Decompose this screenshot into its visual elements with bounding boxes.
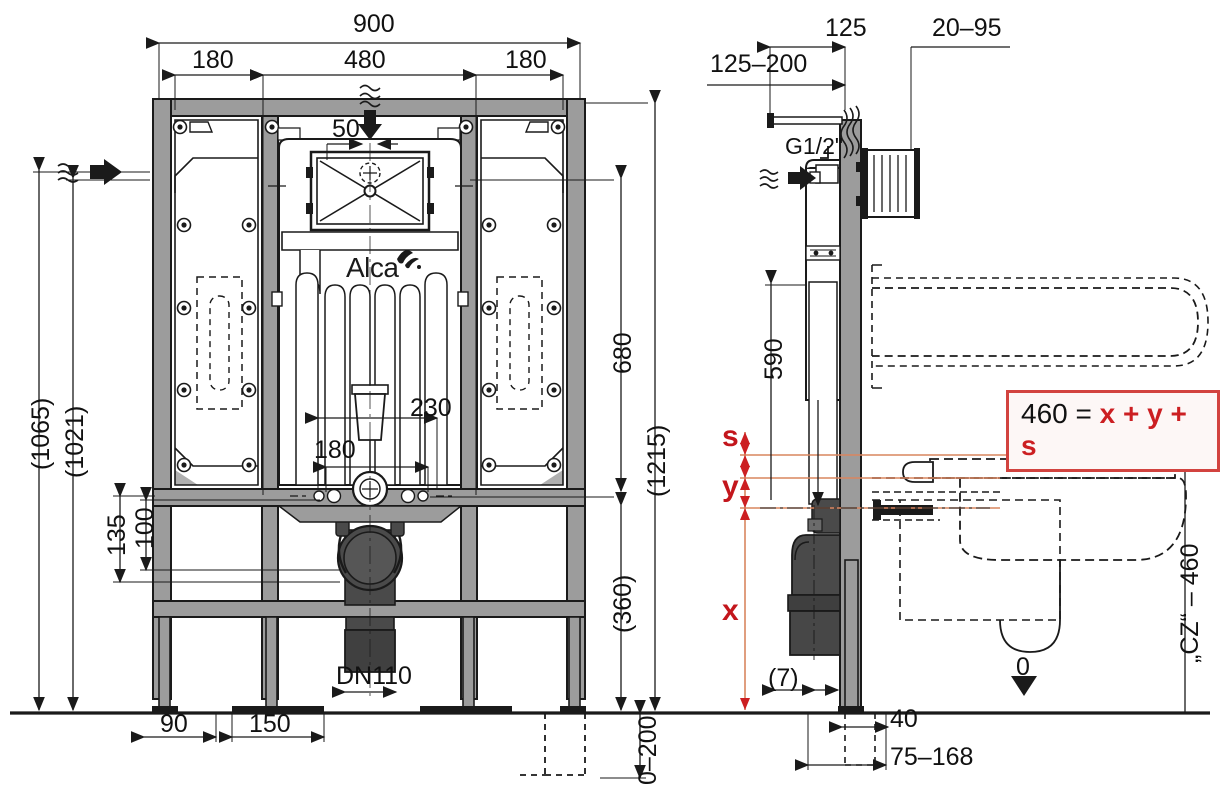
dim-pipe-range: 75–168 xyxy=(890,743,974,771)
dim-lower-zone: (360) xyxy=(609,574,637,633)
dim-outlet-height-inner: 100 xyxy=(131,507,159,549)
formula-right: x + y + s xyxy=(1021,398,1187,461)
dim-center-segment: 480 xyxy=(344,46,386,74)
dim-plate-range: 20–95 xyxy=(932,14,1002,42)
label-water-connection: G1/2" xyxy=(785,133,844,159)
variable-x: x xyxy=(722,594,739,627)
dim-depth-range: 125–200 xyxy=(710,50,808,78)
dim-left-segment: 180 xyxy=(192,46,234,74)
dim-height-frame: (1021) xyxy=(61,405,89,478)
dim-outlet-upper: 230 xyxy=(410,394,452,422)
dim-height-total: (1065) xyxy=(27,397,55,470)
front-elevation-group xyxy=(10,37,1210,780)
dim-outlet-lower: 180 xyxy=(314,436,356,464)
dim-foot-left: 90 xyxy=(160,710,188,738)
dim-floor-adjust: 0–200 xyxy=(634,715,662,785)
dim-overall-height: (1215) xyxy=(643,424,671,497)
dim-foot-mid: 150 xyxy=(249,710,291,738)
formula-left: 460 = xyxy=(1021,398,1092,429)
dim-drain-size: DN110 xyxy=(336,662,412,690)
variable-y: y xyxy=(722,470,739,503)
dim-wall-offset-top: 125 xyxy=(825,14,867,42)
dim-overall-width: 900 xyxy=(353,10,395,38)
label-floor-zero: 0 xyxy=(1016,653,1030,681)
dim-right-segment: 180 xyxy=(505,46,547,74)
dim-flush-plate-offset: 50 xyxy=(332,115,360,143)
dim-bowl-height: „CZ“ – 460 xyxy=(1176,543,1204,663)
dim-pipe-width: 40 xyxy=(890,705,918,733)
dim-outlet-height-outer: 135 xyxy=(103,514,131,556)
variable-s: s xyxy=(722,420,739,453)
alca-swirl-icon xyxy=(397,250,421,269)
brand-logo-text: Alca xyxy=(346,252,399,283)
dim-cistern-top-height: 680 xyxy=(609,332,637,374)
side-section-group xyxy=(707,41,1209,771)
formula-box: 460 = x + y + s xyxy=(1006,390,1220,472)
dim-bend-offset: (7) xyxy=(768,664,799,692)
dim-valve-height: 590 xyxy=(760,338,788,380)
